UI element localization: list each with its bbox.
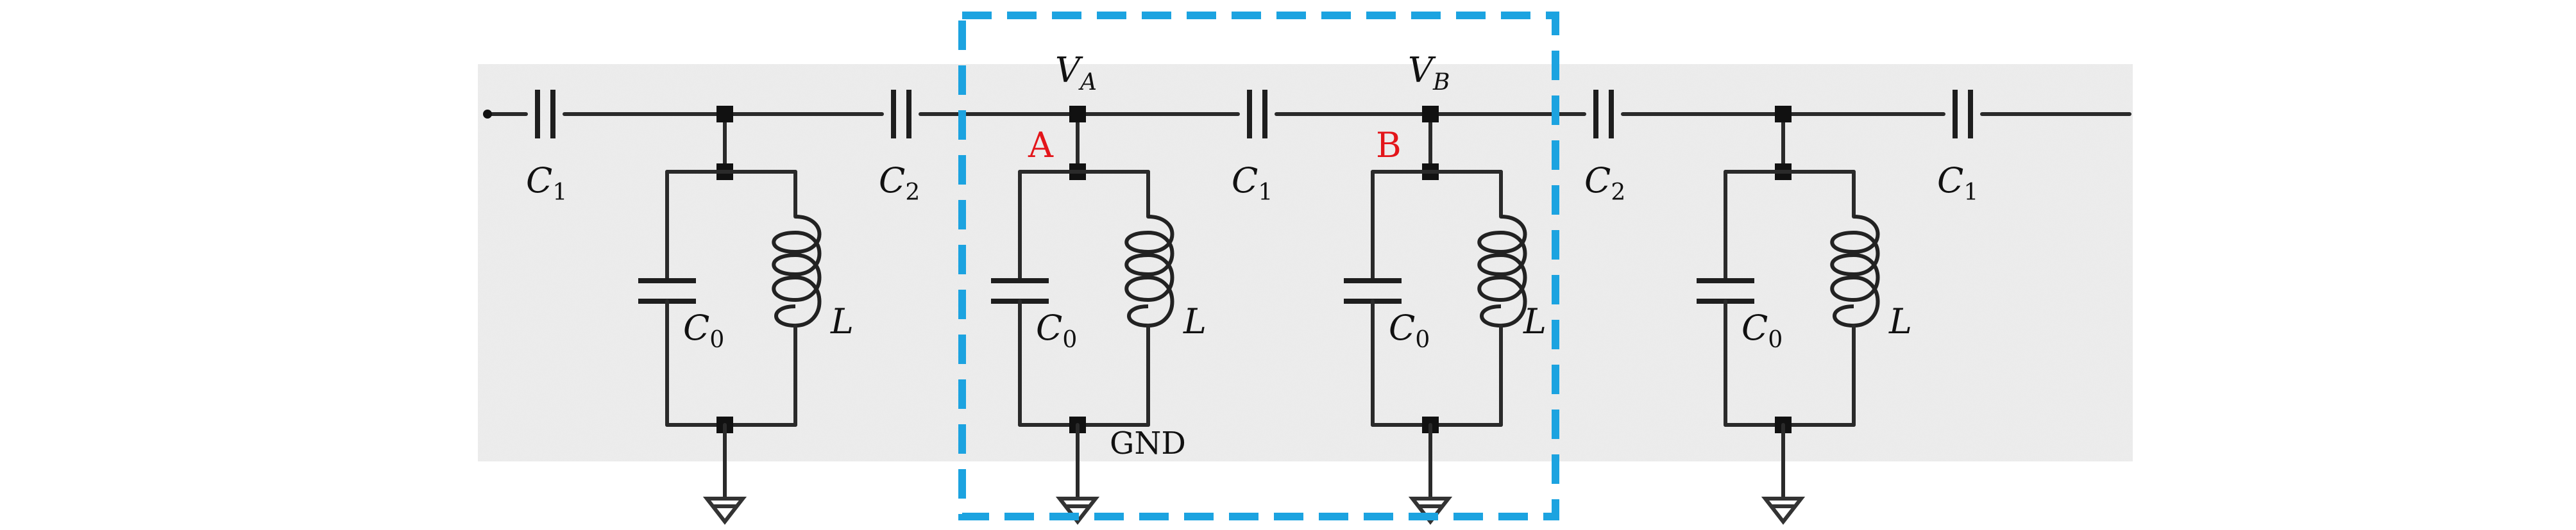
label-c1-right: C1 — [1937, 160, 1978, 206]
label-c2-right: C2 — [1584, 160, 1625, 206]
label-vb: VB — [1408, 50, 1450, 95]
label-va: VA — [1055, 50, 1097, 95]
label-c0-4: C0 — [1741, 308, 1783, 353]
node-label-b: B — [1376, 125, 1402, 165]
paper-texture — [478, 64, 2133, 461]
label-l-4: L — [1888, 301, 1912, 342]
label-c0-a: C0 — [1036, 308, 1077, 353]
label-c1-left: C1 — [526, 160, 567, 206]
label-l-a: L — [1183, 301, 1207, 342]
label-c0-1: C0 — [683, 308, 724, 353]
label-gnd: GND — [1110, 426, 1186, 461]
node-label-a: A — [1028, 125, 1054, 165]
unit-cell-frame — [958, 12, 1559, 520]
label-l-b: L — [1523, 301, 1546, 342]
label-c1-mid: C1 — [1232, 160, 1273, 206]
label-c0-b: C0 — [1389, 308, 1430, 353]
label-c2-left: C2 — [879, 160, 920, 206]
label-l-1: L — [830, 301, 854, 342]
